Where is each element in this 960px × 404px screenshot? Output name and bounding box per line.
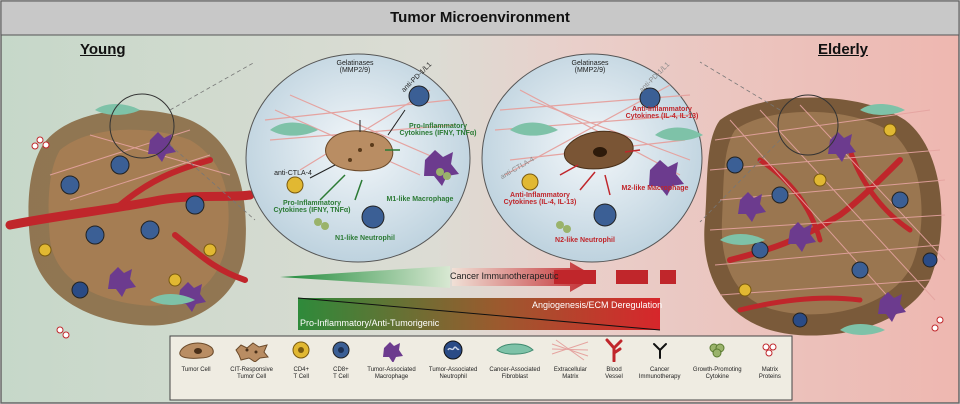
m1-macrophage-label: M1-like Macrophage [386, 196, 454, 203]
cit-dash-1 [554, 270, 596, 284]
young-gelatinases-label: Gelatinases (MMP2/9) [336, 60, 374, 75]
blood-vessel-icon [605, 338, 623, 363]
cit-gradient-triangle [280, 266, 450, 288]
cit-responsive-tumor-cell-icon [234, 342, 269, 363]
immunotherapy-icon [652, 343, 667, 359]
elderly-tumor-mass [704, 97, 942, 336]
extracellular-matrix-fibers [49, 104, 946, 311]
neutrophil-icon [443, 340, 463, 360]
legend-label: Cancer-Associated Fibroblast [489, 367, 541, 380]
proinf-gradient-label: Pro-Inflammatory/Anti-Tumorigenic [300, 318, 440, 328]
legend-label: Cancer Immunotherapy [638, 367, 681, 380]
cd8-t-cell-icon [332, 341, 350, 359]
legend-label: Tumor Cell [181, 367, 211, 373]
legend-item: Growth-Promoting Cytokine [688, 338, 746, 380]
legend-item: CD4+ T Cell [283, 338, 319, 380]
legend-label: Tumor-Associated Macrophage [367, 367, 416, 380]
legend-label: CD8+ T Cell [333, 367, 349, 380]
legend-item: Tumor-Associated Neutrophil [424, 338, 482, 380]
legend-label: Matrix Proteins [758, 367, 781, 380]
angio-gradient-label: Angiogenesis/ECM Deregulation [532, 300, 663, 310]
title-bar [0, 0, 960, 36]
legend-item: Cancer Immunotherapy [635, 338, 685, 380]
elderly-zoom-guides [699, 61, 781, 223]
legend-item: CIT-Responsive Tumor Cell [224, 338, 280, 380]
legend-item: Cancer-Associated Fibroblast [486, 338, 544, 380]
young-pro-cytokines-right: Pro-Inflammatory Cytokines (IFNY, TNFα) [399, 123, 477, 138]
legend-item: Blood Vessel [597, 338, 631, 380]
fibroblast-icon [495, 343, 534, 355]
legend-item: Tumor Cell [172, 338, 220, 374]
cit-dash-3 [660, 270, 676, 284]
legend-item: Tumor-Associated Macrophage [363, 338, 421, 380]
young-zoom-marker [109, 93, 175, 159]
elderly-anti-cytokines-right: Anti-Inflammatory Cytokines (IL-4, IL-13… [625, 106, 699, 121]
legend-label: Growth-Promoting Cytokine [692, 367, 742, 380]
cit-dash-2 [616, 270, 648, 284]
legend-item: Extracellular Matrix [547, 338, 593, 380]
legend-label: CIT-Responsive Tumor Cell [230, 367, 273, 380]
cit-gradient-arrow [452, 262, 596, 292]
legend: Tumor Cell CIT-Responsive Tumor Cell CD4… [172, 338, 790, 398]
legend-label: Extracellular Matrix [553, 367, 587, 380]
young-anti-ctla4-label: anti-CTLA-4 [274, 170, 312, 177]
young-zoom-content [264, 85, 459, 230]
gradient-divider [297, 297, 661, 331]
elderly-anti-cytokines-left: Anti-Inflammatory Cytokines (IL-4, IL-13… [503, 192, 577, 207]
elderly-zoom-content [494, 84, 703, 233]
elderly-gelatinases-label: Gelatinases (MMP2/9) [571, 60, 609, 75]
cd4-t-cell-icon [292, 341, 310, 359]
young-cells [31, 104, 217, 339]
elderly-label: Elderly [818, 41, 869, 58]
macrophage-icon [382, 342, 403, 363]
n1-neutrophil-label: N1-like Neutrophil [335, 235, 395, 242]
elderly-cells [720, 104, 944, 349]
n2-neutrophil-label: N2-like Neutrophil [555, 237, 615, 244]
legend-item: Matrix Proteins [750, 338, 790, 380]
elderly-zoom-marker [777, 94, 839, 156]
cytokine-icon [709, 343, 725, 358]
extracellular-matrix-icon [552, 339, 589, 361]
legend-label: Tumor-Associated Neutrophil [428, 367, 478, 380]
young-label: Young [80, 41, 126, 58]
legend-box [169, 335, 793, 401]
page-title: Tumor Microenvironment [390, 9, 570, 26]
m2-macrophage-label: M2-like Macrophage [621, 185, 689, 192]
legend-label: CD4+ T Cell [293, 367, 310, 380]
legend-item: CD8+ T Cell [323, 338, 359, 380]
cit-gradient-label: Cancer Immunotherapeutic [450, 271, 559, 281]
young-pro-cytokines-left: Pro-Inflammatory Cytokines (IFNY, TNFα) [273, 200, 351, 215]
legend-label: Blood Vessel [605, 367, 623, 380]
young-zoom-guides [169, 61, 256, 221]
matrix-proteins-icon [762, 343, 777, 357]
tumor-cell-icon [179, 342, 214, 359]
